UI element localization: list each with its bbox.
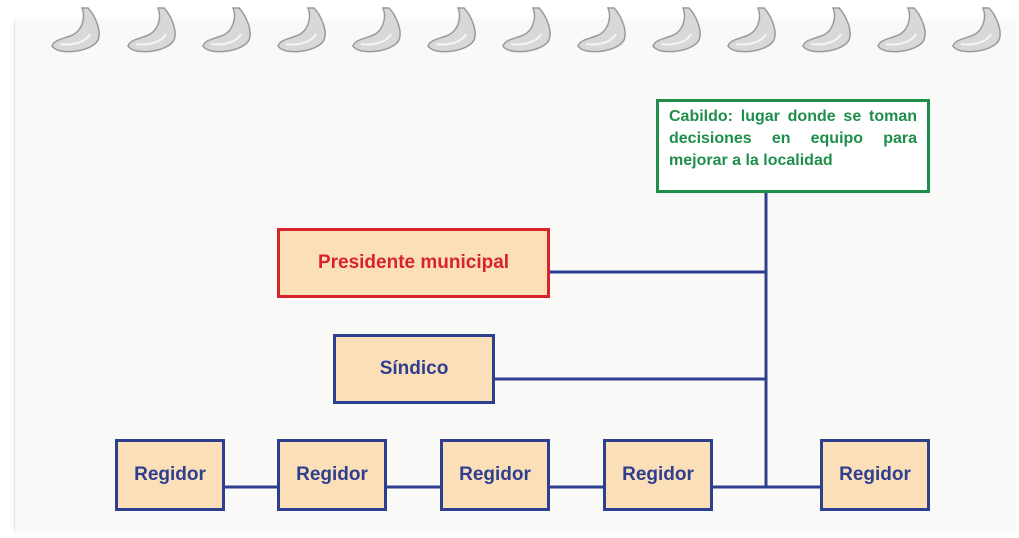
binding-ring-4 xyxy=(277,7,326,53)
binding-ring-shine-1 xyxy=(59,33,91,46)
regidor-box-4: Regidor xyxy=(603,439,713,511)
binding-ring-shine-6 xyxy=(435,33,467,46)
binding-ring-shine-3 xyxy=(210,33,242,46)
binding-ring-10 xyxy=(727,7,776,53)
binding-ring-shine-8 xyxy=(585,33,617,46)
binding-ring-13 xyxy=(952,7,1001,53)
binding-ring-12 xyxy=(877,7,926,53)
binding-ring-shine-12 xyxy=(885,33,917,46)
spiral-binding xyxy=(51,7,1001,53)
binding-ring-2 xyxy=(127,7,176,53)
binding-ring-shine-5 xyxy=(360,33,392,46)
binding-ring-3 xyxy=(202,7,251,53)
binding-ring-shine-10 xyxy=(735,33,767,46)
binding-ring-6 xyxy=(427,7,476,53)
presidente-municipal-box: Presidente municipal xyxy=(277,228,550,298)
regidor-box-5: Regidor xyxy=(820,439,930,511)
regidor-box-1: Regidor xyxy=(115,439,225,511)
binding-ring-shine-9 xyxy=(660,33,692,46)
binding-ring-7 xyxy=(502,7,551,53)
cabildo-box: Cabildo: lugar donde se toman decisiones… xyxy=(656,99,930,193)
binding-ring-11 xyxy=(802,7,851,53)
binding-ring-shine-11 xyxy=(810,33,842,46)
binding-ring-1 xyxy=(51,7,100,53)
regidor-box-3: Regidor xyxy=(440,439,550,511)
regidor-box-2: Regidor xyxy=(277,439,387,511)
binding-ring-9 xyxy=(652,7,701,53)
binding-ring-shine-7 xyxy=(510,33,542,46)
binding-ring-shine-4 xyxy=(285,33,317,46)
binding-ring-5 xyxy=(352,7,401,53)
binding-ring-shine-2 xyxy=(135,33,167,46)
sindico-box: Síndico xyxy=(333,334,495,404)
binding-ring-shine-13 xyxy=(960,33,992,46)
binding-ring-8 xyxy=(577,7,626,53)
